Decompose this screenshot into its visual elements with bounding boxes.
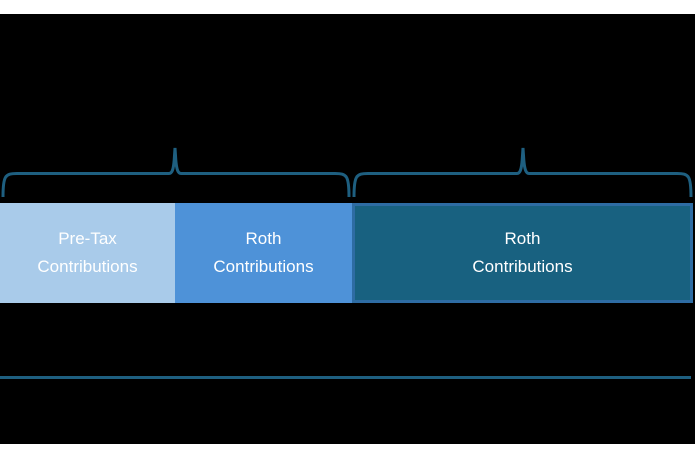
braces-layer — [1, 147, 693, 198]
segment-roth-contributions-dark: Roth Contributions — [352, 203, 693, 303]
segment-roth-contributions: Roth Contributions — [175, 203, 352, 303]
segment-pretax-contributions: Pre-Tax Contributions — [0, 203, 175, 303]
left-curly-brace — [1, 147, 351, 198]
segment-label: Pre-Tax Contributions — [37, 229, 138, 276]
segment-label: Roth Contributions — [213, 229, 314, 276]
segment-label: Roth Contributions — [472, 229, 573, 276]
right-curly-brace — [352, 147, 693, 198]
diagram-background: Pre-Tax Contributions Roth Contributions… — [0, 14, 695, 444]
baseline-divider — [0, 376, 691, 379]
contributions-bar: Pre-Tax Contributions Roth Contributions… — [0, 203, 693, 303]
